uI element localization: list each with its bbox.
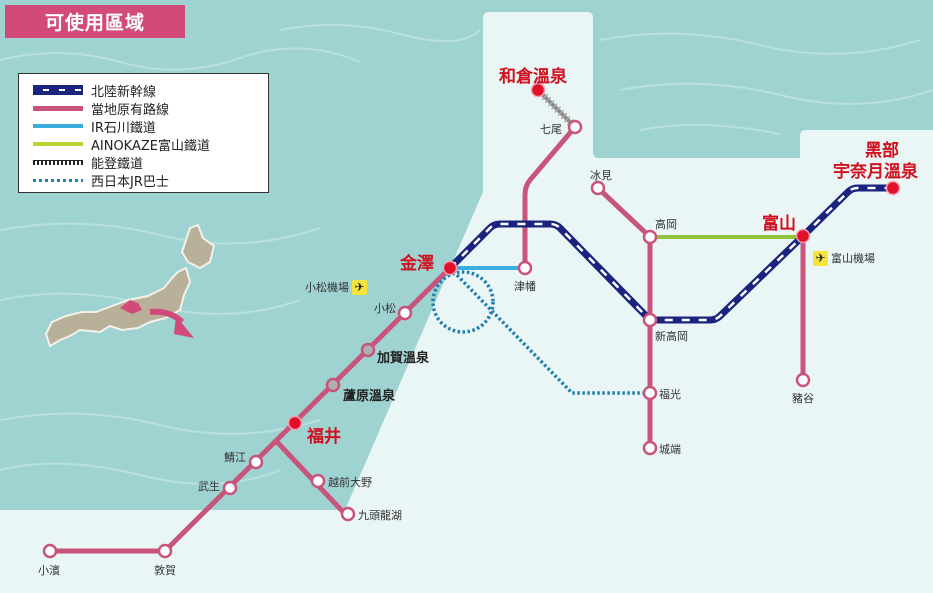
label-kanazawa: 金澤: [400, 254, 434, 274]
label-shin-takaoka: 新高岡: [655, 330, 688, 343]
station-takaoka: [642, 229, 658, 245]
page-title: 可使用區域: [5, 5, 185, 38]
station-sabae: [248, 454, 264, 470]
label-fukumitsu: 福光: [659, 388, 681, 401]
label-wakura-onsen: 和倉溫泉: [499, 67, 567, 87]
komatsu-airport-label: 小松機場: [305, 281, 349, 294]
onsen-stations: [325, 342, 376, 393]
station-inotani: [795, 372, 811, 388]
label-kurobe: 黑部: [865, 141, 899, 161]
bus-line-swatch-icon: [33, 178, 83, 182]
label-nanao: 七尾: [540, 123, 562, 136]
komatsu-airport: 小松機場 ✈: [305, 279, 370, 295]
label-kaga-onsen: 加賀溫泉: [377, 351, 430, 366]
station-unazuki-onsen: [885, 180, 901, 196]
noto-railway-line: [535, 87, 578, 130]
station-nanao: [567, 119, 583, 135]
major-stations: [287, 82, 901, 431]
airplane-icon: ✈: [813, 250, 828, 266]
label-tsuruga: 敦賀: [154, 564, 176, 577]
station-awara-onsen: [325, 377, 341, 393]
station-toyama: [795, 228, 811, 244]
station-shin-takaoka: [642, 312, 658, 328]
station-komatsu: [397, 305, 413, 321]
station-himi: [590, 180, 606, 196]
station-kaga-onsen: [360, 342, 376, 358]
noto-line-swatch-icon: [33, 159, 83, 165]
airplane-icon: ✈: [352, 279, 367, 295]
label-fukui: 福井: [307, 427, 341, 447]
label-kuzuryuko: 九頭龍湖: [358, 509, 402, 522]
legend-item-local: 當地原有路線: [33, 99, 268, 118]
label-tsubata: 津幡: [514, 280, 536, 293]
label-komatsu: 小松: [374, 302, 396, 315]
shinkansen-swatch-icon: [33, 85, 83, 95]
label-takefu: 武生: [198, 480, 220, 493]
legend-item-shinkansen: 北陸新幹線: [33, 81, 268, 100]
minor-stations: [42, 119, 811, 559]
local-line-swatch-icon: [33, 105, 83, 111]
label-obama: 小濱: [38, 564, 60, 577]
label-sabae: 鯖江: [224, 451, 246, 464]
legend-item-aino: AINOKAZE富山鐵道: [33, 135, 268, 154]
toyama-airport-label: 富山機場: [831, 252, 875, 265]
station-kanazawa: [442, 260, 458, 276]
aino-line-swatch-icon: [33, 142, 83, 146]
station-tsubata: [517, 260, 533, 276]
ir-line-swatch-icon: [33, 124, 83, 128]
station-takefu: [222, 480, 238, 496]
legend-item-ir: IR石川鐵道: [33, 117, 268, 136]
station-echizen-ono: [310, 473, 326, 489]
station-wakura-onsen: [530, 82, 546, 98]
station-fukumitsu: [642, 385, 658, 401]
label-echizen-ono: 越前大野: [328, 476, 372, 489]
legend-item-noto: 能登鐵道: [33, 153, 268, 172]
station-fukui: [287, 415, 303, 431]
station-johana: [642, 440, 658, 456]
station-obama: [42, 543, 58, 559]
label-himi: 冰見: [590, 169, 612, 182]
legend: 北陸新幹線 當地原有路線 IR石川鐵道 AINOKAZE富山鐵道 能登鐵道 西日…: [18, 73, 269, 193]
hokuriku-shinkansen-line: [447, 184, 893, 324]
toyama-airport: ✈ 富山機場: [810, 250, 875, 266]
label-takaoka: 高岡: [655, 218, 677, 231]
japan-inset-map: [44, 223, 216, 348]
label-awara-onsen: 蘆原溫泉: [343, 389, 396, 404]
station-kuzuryuko: [340, 506, 356, 522]
station-tsuruga: [157, 543, 173, 559]
label-toyama: 富山: [762, 214, 796, 234]
label-unazuki-onsen: 宇奈月溫泉: [833, 162, 918, 182]
label-inotani: 豬谷: [792, 392, 814, 405]
label-johana: 城端: [659, 443, 681, 456]
land-area: [0, 12, 933, 593]
legend-item-bus: 西日本JR巴士: [33, 171, 268, 190]
jr-bus-route: [431, 266, 650, 395]
